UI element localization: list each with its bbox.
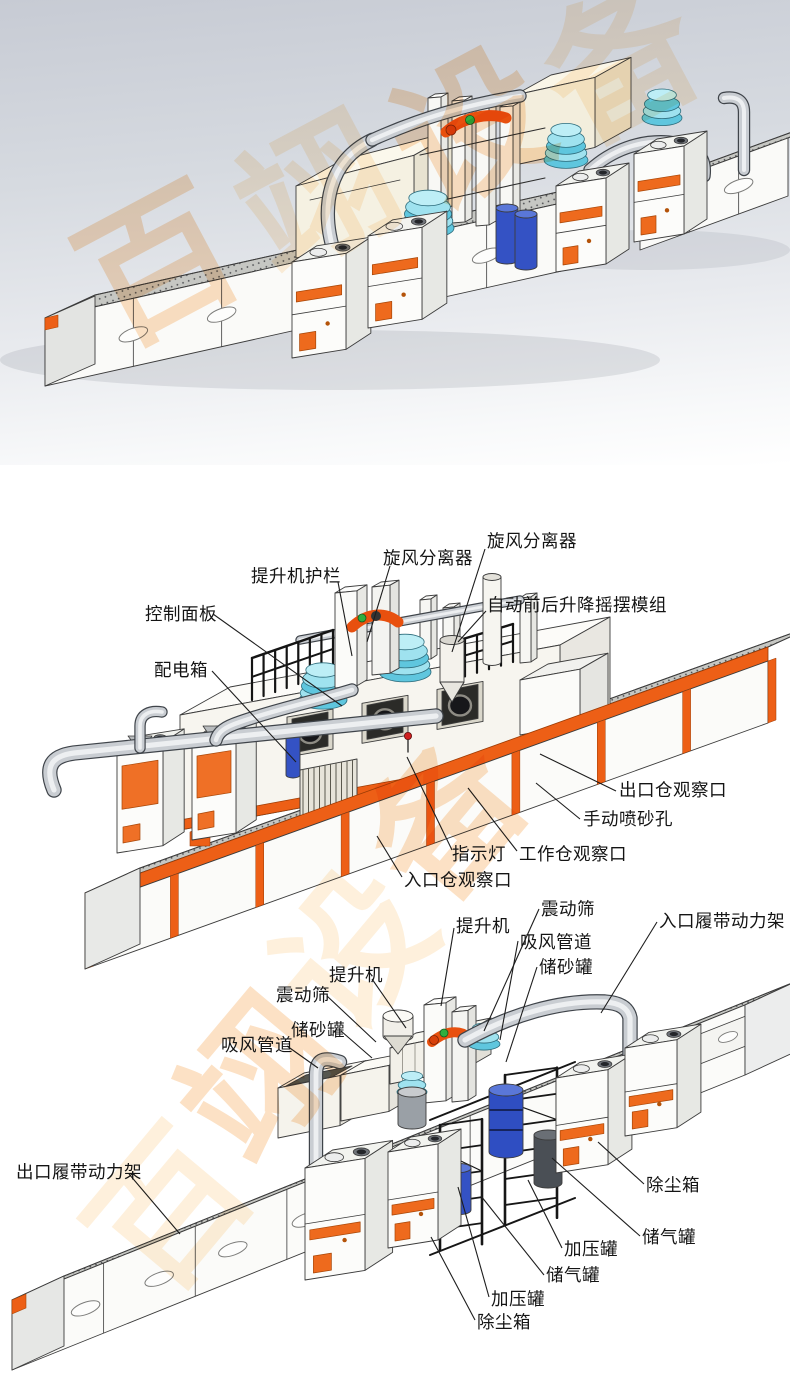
callout-label-bottom-10: 除尘箱: [646, 1175, 700, 1195]
callout-leader-line: [535, 782, 581, 820]
callout-label-bottom-4: 储砂罐: [539, 957, 593, 977]
callout-leader-line: [337, 581, 353, 657]
callout-label-bottom-9: 出口履带动力架: [16, 1162, 142, 1182]
callout-label-middle-9: 工作仓观察口: [519, 844, 627, 864]
callout-leader-line: [600, 921, 658, 1014]
callout-label-middle-1: 旋风分离器: [383, 548, 473, 568]
callout-leader-lines: [128, 548, 658, 1321]
callout-leader-line: [551, 1157, 641, 1237]
callout-label-bottom-3: 入口履带动力架: [659, 911, 785, 931]
callout-label-bottom-15: 除尘箱: [477, 1312, 531, 1332]
callout-leader-line: [467, 787, 518, 852]
callout-leader-line: [211, 670, 297, 763]
callout-leader-line: [457, 610, 487, 643]
callout-label-bottom-6: 震动筛: [276, 985, 330, 1005]
callout-leader-line: [527, 1179, 563, 1249]
callout-label-middle-8: 指示灯: [452, 844, 506, 864]
callout-label-bottom-2: 吸风管道: [520, 932, 592, 952]
render-bottom-labeled: [11, 983, 790, 1371]
callout-leader-line: [539, 753, 617, 792]
callout-label-bottom-1: 提升机: [456, 916, 510, 936]
callout-label-bottom-7: 储砂罐: [291, 1020, 345, 1040]
render-middle-labeled: [42, 573, 790, 970]
callout-leader-line: [286, 1045, 319, 1069]
callout-label-bottom-8: 吸风管道: [221, 1035, 293, 1055]
callout-label-middle-3: 控制面板: [145, 604, 217, 624]
callout-label-bottom-12: 加压罐: [564, 1239, 618, 1259]
callout-label-middle-2: 提升机护栏: [251, 566, 341, 586]
callout-leader-line: [371, 978, 407, 1029]
callout-label-middle-4: 自动前后升降摇摆模组: [487, 595, 667, 615]
callout-leader-line: [366, 565, 391, 643]
callout-label-bottom-0: 震动筛: [541, 899, 595, 919]
callout-leader-line: [376, 835, 403, 878]
callout-leader-line: [440, 927, 455, 1007]
callout-label-middle-10: 入口仓观察口: [404, 870, 512, 890]
callout-leader-line: [128, 1173, 181, 1235]
callout-leader-line: [505, 966, 538, 1063]
callout-leader-line: [480, 1195, 545, 1276]
callout-label-bottom-14: 加压罐: [491, 1289, 545, 1309]
callout-leader-line: [406, 756, 453, 851]
callout-leader-line: [457, 1186, 490, 1298]
callout-label-bottom-11: 储气罐: [642, 1227, 696, 1247]
callout-label-bottom-5: 提升机: [329, 965, 383, 985]
callout-label-middle-0: 旋风分离器: [487, 531, 577, 551]
callout-leader-line: [451, 548, 486, 653]
callout-leader-line: [326, 995, 377, 1043]
callout-leader-line: [212, 613, 343, 707]
callout-leader-line: [483, 908, 540, 1032]
callout-leader-line: [430, 1236, 476, 1321]
callout-leader-line: [499, 940, 519, 1041]
callout-leader-line: [340, 1030, 373, 1059]
render-top-overview: [0, 56, 790, 390]
callout-label-middle-6: 出口仓观察口: [619, 780, 727, 800]
callout-leader-line: [597, 1141, 645, 1185]
callout-label-middle-7: 手动喷砂孔: [583, 809, 673, 829]
callout-label-bottom-13: 储气罐: [546, 1265, 600, 1285]
callout-label-middle-5: 配电箱: [154, 660, 208, 680]
